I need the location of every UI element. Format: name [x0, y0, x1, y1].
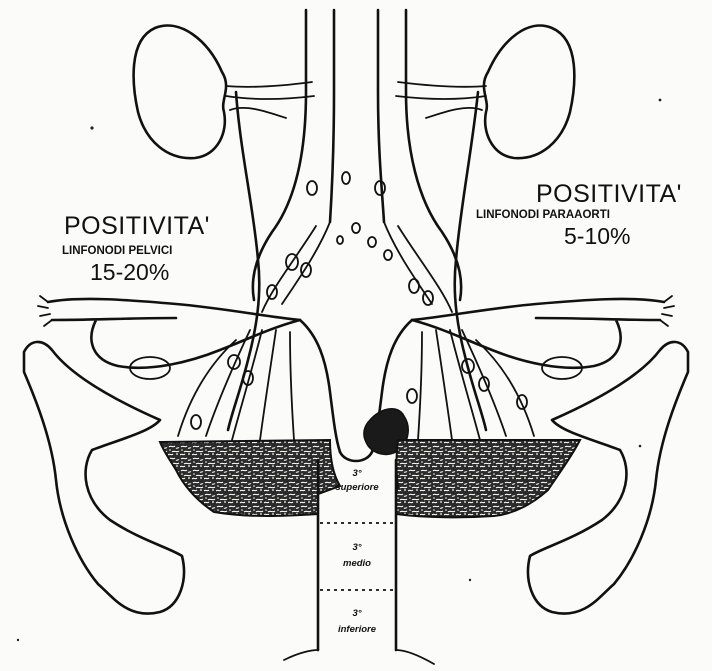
cervix	[340, 452, 372, 461]
left-annotation-title: POSITIVITA'	[64, 212, 210, 240]
right-kidney	[484, 26, 574, 159]
vena-cava	[378, 10, 461, 300]
segment-inferior-name: inferiore	[338, 624, 377, 635]
segment-inferior-number: 3°	[352, 608, 361, 619]
right-parametrium-infiltration	[396, 440, 580, 517]
paraaortic-lymph-nodes	[307, 172, 392, 260]
vagina-bottom	[284, 650, 434, 664]
right-iliac-vessels	[384, 222, 452, 312]
right-renal-vessels	[396, 82, 486, 118]
left-parametrial-vessels	[178, 330, 294, 440]
right-parametrial-vessels	[418, 330, 534, 440]
left-annotation-subtitle: LINFONODI PELVICI	[62, 245, 172, 257]
left-annotation-value: 15-20%	[90, 259, 169, 285]
left-pelvic-bone	[24, 342, 184, 614]
left-adnexa	[48, 299, 300, 368]
left-renal-vessels	[226, 82, 314, 118]
segment-middle-number: 3°	[352, 542, 361, 553]
left-parametrium-infiltration	[160, 440, 340, 516]
segment-middle-name: medio	[343, 558, 371, 569]
right-annotation-subtitle: LINFONODI PARAAORTI	[476, 209, 610, 221]
aorta	[253, 10, 334, 300]
segment-superior-name: superiore	[335, 482, 379, 493]
right-annotation-title: POSITIVITA'	[536, 180, 682, 208]
segment-superior-number: 3°	[352, 468, 361, 479]
left-kidney	[134, 26, 226, 159]
right-annotation-value: 5-10%	[564, 223, 630, 249]
